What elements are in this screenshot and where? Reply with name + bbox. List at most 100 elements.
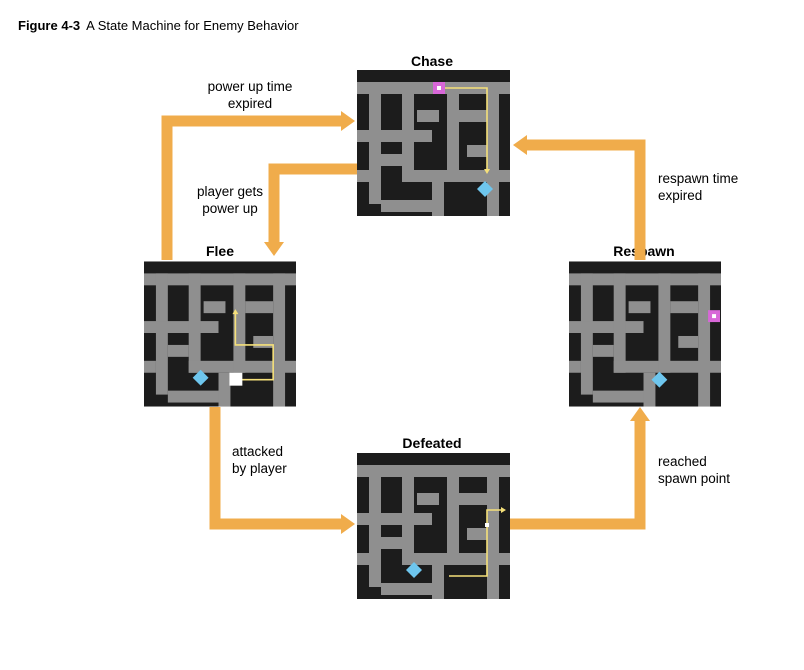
maze-corridor xyxy=(369,465,381,587)
figure-caption: Figure 4-3 A State Machine for Enemy Beha… xyxy=(18,18,299,33)
maze-corridor xyxy=(678,335,699,348)
maze-corridor xyxy=(369,82,381,204)
maze-corridor xyxy=(144,360,156,373)
state-title-defeated: Defeated xyxy=(402,435,462,451)
label-respawn-expired: respawn time expired xyxy=(658,170,738,204)
enemy-diamond xyxy=(477,181,493,197)
maze-corridor xyxy=(447,82,459,182)
maze-corridor xyxy=(467,528,487,540)
maze-corridor xyxy=(357,170,369,182)
enemy-diamond xyxy=(406,562,422,578)
label-line: expired xyxy=(227,96,273,111)
route-line xyxy=(449,509,502,577)
maze-chase xyxy=(357,70,510,216)
maze-corridor xyxy=(381,583,441,595)
route-arrowhead xyxy=(232,309,239,315)
route-line xyxy=(439,87,488,170)
maze-corridor xyxy=(233,273,246,373)
arrowhead-respawn-to-chase xyxy=(513,135,527,155)
maze-corridor xyxy=(580,273,593,395)
maze-corridor xyxy=(357,553,369,565)
maze-corridor xyxy=(658,273,671,373)
maze-corridor xyxy=(592,344,614,357)
maze-flee xyxy=(144,261,296,407)
player-marker xyxy=(229,372,243,386)
figure-number: Figure 4-3 xyxy=(18,18,81,33)
label-player-gets-power-up: player gets power up xyxy=(190,183,270,217)
maze-corridor xyxy=(357,513,432,525)
maze-respawn xyxy=(569,261,721,407)
maze-corridor xyxy=(144,273,296,286)
maze-corridor xyxy=(203,301,226,314)
maze-corridor xyxy=(592,390,653,403)
maze-corridor xyxy=(447,465,459,565)
maze-corridor xyxy=(459,493,487,505)
arrow-respawn-to-chase xyxy=(526,139,646,260)
maze-corridor xyxy=(628,301,651,314)
maze-corridor xyxy=(188,273,201,373)
maze-corridor xyxy=(381,200,441,212)
maze-corridor xyxy=(253,335,274,348)
label-power-up-expired: power up time expired xyxy=(200,78,300,112)
label-line: reached xyxy=(658,454,707,469)
route-arrowhead xyxy=(484,169,490,174)
route-line xyxy=(234,313,274,381)
maze-corridor xyxy=(218,372,231,407)
label-line: expired xyxy=(658,188,703,203)
maze-corridor xyxy=(167,344,189,357)
arrow-defeated-to-respawn xyxy=(510,420,646,530)
maze-corridor xyxy=(273,273,286,407)
maze-corridor xyxy=(432,565,444,599)
state-title-chase: Chase xyxy=(410,53,454,69)
maze-corridor xyxy=(569,273,721,286)
label-attacked: attacked by player xyxy=(232,443,287,477)
arrow-flee-to-defeated xyxy=(209,407,342,530)
maze-corridor xyxy=(670,301,699,314)
enemy-diamond xyxy=(651,371,668,388)
player-marker-center xyxy=(437,86,441,90)
arrowhead-defeated-to-respawn xyxy=(630,407,650,421)
label-line: power up xyxy=(202,201,258,216)
state-title-flee: Flee xyxy=(205,243,234,259)
arrow-chase-to-flee xyxy=(268,163,358,243)
arrowhead-chase-to-flee xyxy=(264,242,284,256)
maze-corridor xyxy=(467,145,487,157)
maze-corridor xyxy=(487,465,499,599)
maze-corridor xyxy=(417,110,439,122)
maze-corridor xyxy=(613,273,626,373)
maze-corridor xyxy=(402,465,414,565)
maze-corridor xyxy=(459,110,487,122)
maze-corridor xyxy=(698,273,711,407)
maze-corridor xyxy=(381,154,402,166)
label-line: respawn time xyxy=(658,171,739,186)
player-marker-center xyxy=(712,314,717,319)
route-dot xyxy=(485,523,489,527)
arrow-flee-to-chase xyxy=(161,115,342,260)
maze-corridor xyxy=(167,390,228,403)
maze-corridor xyxy=(357,130,432,142)
maze-corridor xyxy=(432,182,444,216)
maze-corridor xyxy=(357,465,510,477)
maze-defeated xyxy=(357,453,510,599)
maze-corridor xyxy=(643,372,656,407)
arrowhead-flee-to-chase xyxy=(341,111,355,131)
arrowhead-flee-to-defeated xyxy=(341,514,355,534)
maze-corridor xyxy=(569,360,581,373)
route-arrowhead xyxy=(501,507,506,513)
label-line: by player xyxy=(232,461,287,476)
maze-corridor xyxy=(144,321,219,334)
maze-corridor xyxy=(402,82,414,182)
maze-corridor xyxy=(245,301,274,314)
label-line: player gets xyxy=(196,184,264,199)
label-line: spawn point xyxy=(658,471,731,486)
maze-corridor xyxy=(155,273,168,395)
maze-corridor xyxy=(417,493,439,505)
maze-corridor xyxy=(569,321,644,334)
figure-title: A State Machine for Enemy Behavior xyxy=(86,18,299,33)
label-line: attacked xyxy=(232,444,284,459)
label-line: power up time xyxy=(207,79,293,94)
maze-corridor xyxy=(381,537,402,549)
label-reached-spawn: reached spawn point xyxy=(658,453,730,487)
maze-corridor xyxy=(487,82,499,216)
